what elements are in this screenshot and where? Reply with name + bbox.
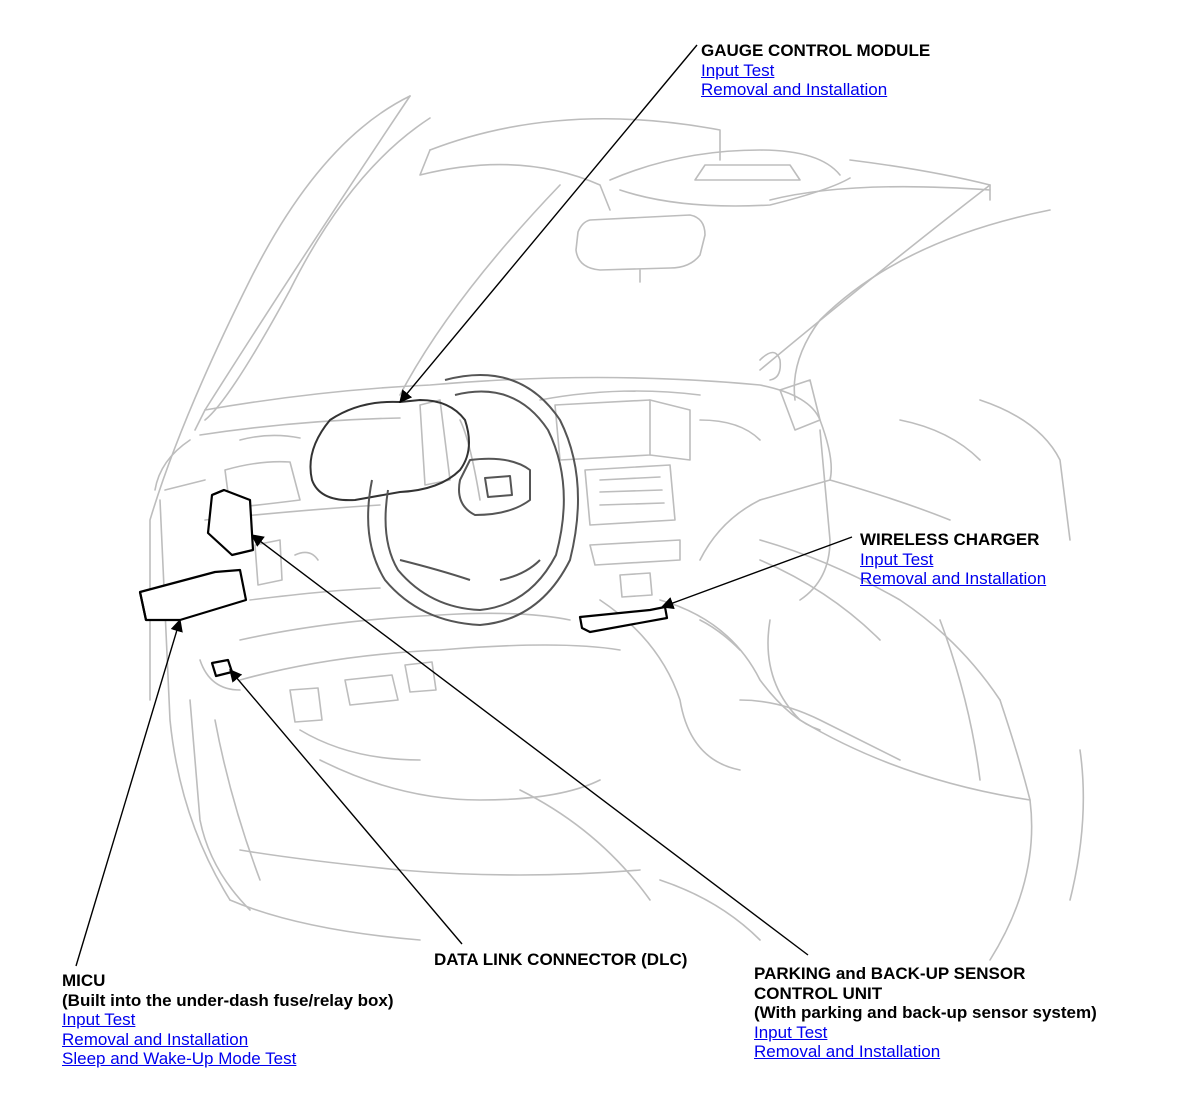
leader-lines <box>75 44 853 967</box>
dlc-title: DATA LINK CONNECTOR (DLC) <box>434 950 688 969</box>
micu-title: MICU <box>62 971 106 990</box>
parking-sensor-removal-installation-link[interactable]: Removal and Installation <box>754 1042 941 1061</box>
micu-input-test-link[interactable]: Input Test <box>62 1010 136 1029</box>
micu-removal-installation-link[interactable]: Removal and Installation <box>62 1029 249 1049</box>
parking-sensor-control-unit-shape <box>206 488 255 557</box>
wireless-charger-input-test-link[interactable]: Input Test <box>860 549 934 569</box>
micu-subtitle: (Built into the under-dash fuse/relay bo… <box>62 990 394 1010</box>
wireless-charger-callout: WIRELESS CHARGER Input Test Removal and … <box>860 530 1046 589</box>
micu-fuse-box-shape <box>138 568 248 622</box>
parking-sensor-subtitle: (With parking and back-up sensor system) <box>754 1003 1097 1022</box>
dlc-leader-line <box>229 669 463 945</box>
gcm-input-test-link[interactable]: Input Test <box>701 60 775 80</box>
micu-leader-line <box>75 618 183 967</box>
micu-sleep-wake-up-test-link[interactable]: Sleep and Wake-Up Mode Test <box>62 1049 297 1068</box>
micu-callout: MICU (Built into the under-dash fuse/rel… <box>62 971 394 1069</box>
dlc-callout: DATA LINK CONNECTOR (DLC) <box>434 950 687 970</box>
parking-sensor-callout: PARKING and BACK-UP SENSOR CONTROL UNIT … <box>754 964 1097 1062</box>
gauge-control-module-title: GAUGE CONTROL MODULE <box>701 41 931 60</box>
wireless-charger-leader-line <box>660 536 853 609</box>
gcm-leader-line <box>399 44 698 403</box>
parking-sensor-title-line1: PARKING and BACK-UP SENSOR <box>754 964 1026 983</box>
gauge-control-module-callout: GAUGE CONTROL MODULE Input Test Removal … <box>701 41 930 100</box>
wireless-charger-title: WIRELESS CHARGER <box>860 530 1040 549</box>
wireless-charger-removal-installation-link[interactable]: Removal and Installation <box>860 569 1047 588</box>
parking-sensor-leader-line <box>250 534 809 956</box>
steering-wheel <box>309 374 579 626</box>
dlc-connector-shape <box>210 658 234 678</box>
interior-line-art <box>149 95 1085 961</box>
parking-sensor-title-line2: CONTROL UNIT <box>754 983 883 1003</box>
gcm-removal-installation-link[interactable]: Removal and Installation <box>701 80 888 99</box>
parking-sensor-input-test-link[interactable]: Input Test <box>754 1022 828 1042</box>
wireless-charger-shape <box>578 605 669 634</box>
components <box>138 488 669 678</box>
